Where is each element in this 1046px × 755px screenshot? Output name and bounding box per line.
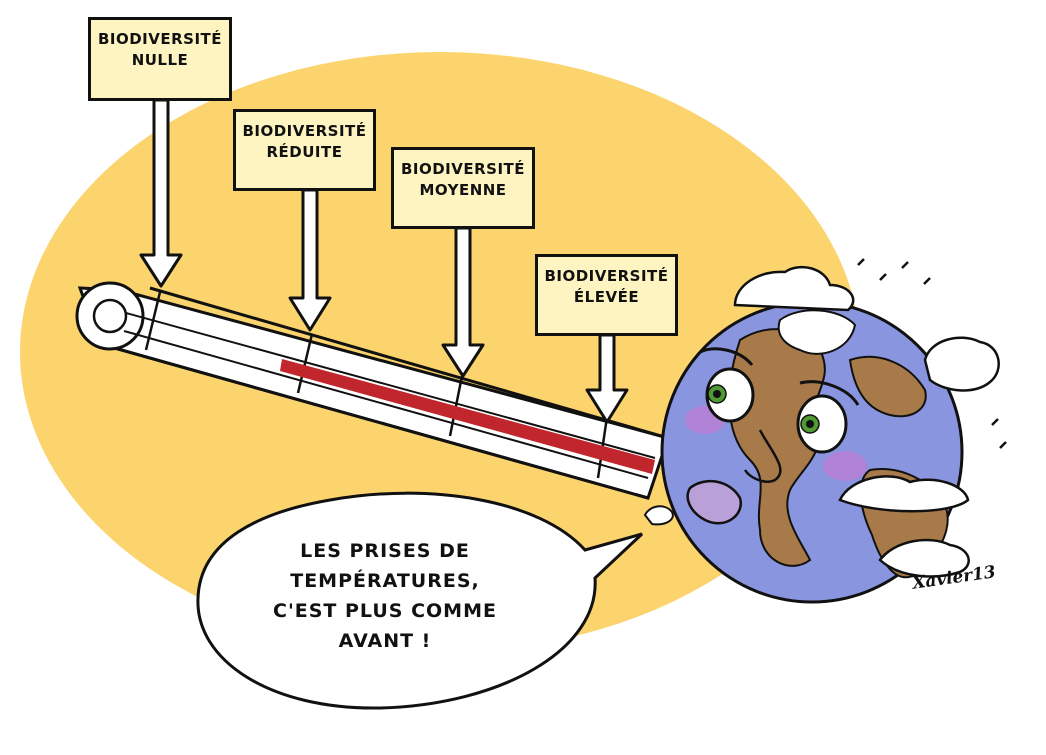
speech-bubble-text: LES PRISES DE TEMPÉRATURES, C'EST PLUS C… (273, 540, 497, 652)
continent-north (848, 355, 927, 418)
earth-planet (643, 265, 1000, 604)
cloud (733, 265, 855, 312)
cloud (923, 336, 1000, 392)
mouth (686, 480, 743, 525)
speech-bubble (196, 491, 644, 710)
thermometer (75, 281, 670, 500)
yellow-sun-background (20, 52, 860, 652)
eyes (699, 347, 860, 454)
cloud (643, 505, 674, 526)
cloud (838, 475, 970, 513)
mercury-column (280, 359, 655, 474)
label-arrows (139, 98, 629, 424)
shake-marks (857, 258, 1007, 449)
cloud (878, 538, 970, 578)
